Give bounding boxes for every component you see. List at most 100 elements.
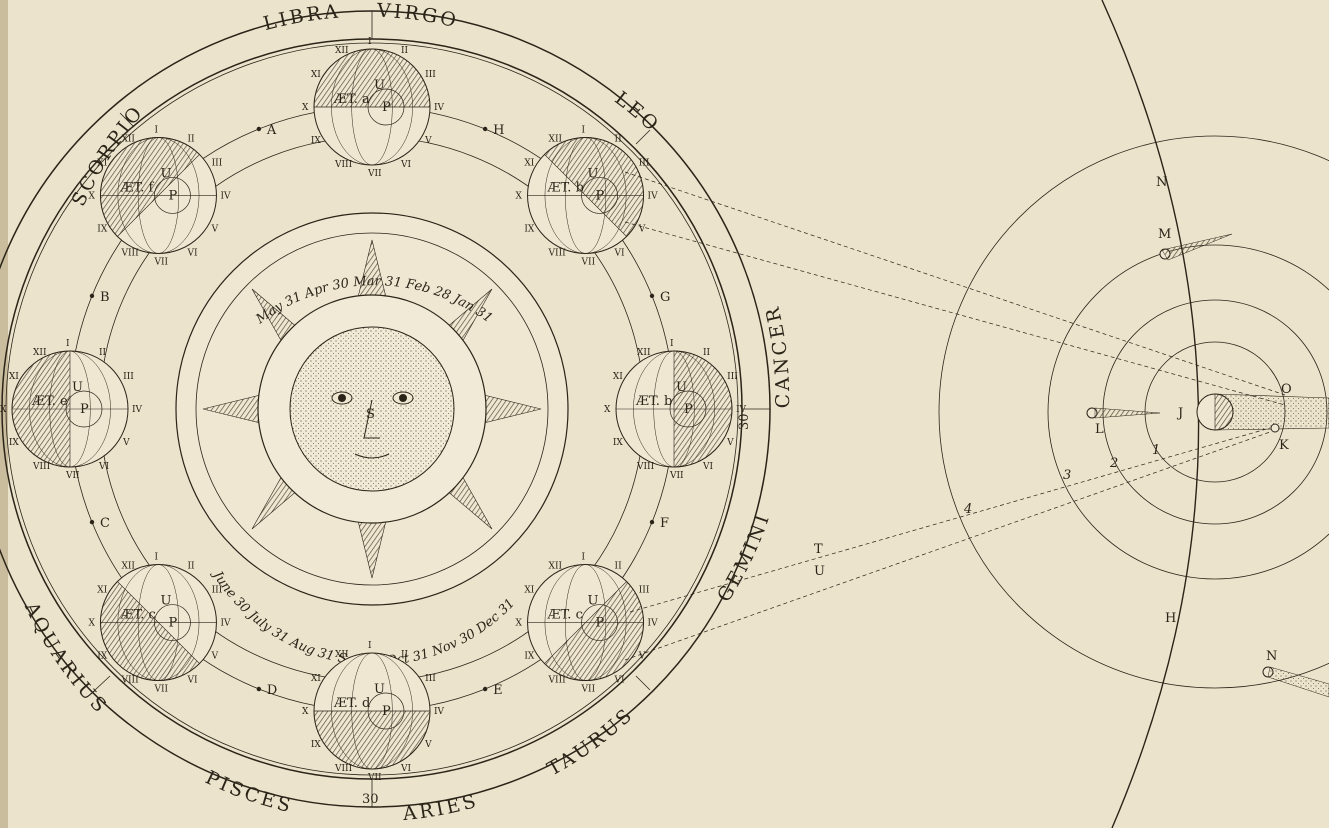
hour-numeral: II	[99, 348, 107, 358]
hour-numeral: III	[727, 372, 738, 382]
hour-numeral: VI	[400, 160, 411, 170]
zodiac-degree-30: 30	[362, 792, 379, 807]
hour-numeral: X	[88, 619, 95, 629]
hour-numeral: V	[122, 438, 130, 448]
orbit-point-label: G	[660, 290, 670, 305]
pole-label: P	[168, 188, 177, 203]
hour-numeral: VII	[153, 257, 168, 267]
hour-numeral: VII	[65, 471, 80, 481]
u-label: U	[676, 380, 687, 395]
orbit-number-1: 1	[1152, 443, 1160, 458]
hour-numeral: V	[726, 438, 734, 448]
orbit-number-4: 4	[963, 502, 972, 517]
hour-numeral: IX	[613, 438, 624, 448]
hour-numeral: V	[211, 652, 219, 662]
moon-label-n: N	[1266, 649, 1277, 664]
hour-numeral: II	[187, 134, 195, 144]
hour-numeral: IV	[220, 619, 231, 629]
orbit-number-3: 3	[1063, 468, 1071, 483]
equator-label: ÆT. b	[547, 180, 584, 195]
hour-numeral: VII	[581, 257, 596, 267]
orbit-point	[650, 520, 654, 524]
hour-numeral: XII	[121, 561, 135, 571]
orbit-label-n: N	[1156, 175, 1167, 190]
sun-label: S	[366, 407, 375, 422]
hour-numeral: IV	[220, 191, 231, 201]
pole-label: P	[382, 704, 391, 719]
hour-numeral: V	[424, 136, 432, 146]
hour-numeral: II	[615, 561, 623, 571]
hour-numeral: XI	[311, 674, 321, 684]
orbit-point-label: A	[266, 123, 277, 138]
hour-numeral: VIII	[636, 462, 655, 472]
equator-label: ÆT. b	[635, 394, 672, 409]
hour-numeral: I	[368, 37, 372, 47]
hour-numeral: VIII	[120, 676, 139, 686]
hour-numeral: V	[211, 224, 219, 234]
zodiac-degree-30: 30	[737, 413, 752, 430]
hour-numeral: X	[516, 619, 523, 629]
orbit-point	[483, 687, 487, 691]
orbit-point-label: F	[660, 516, 669, 531]
hour-numeral: IX	[524, 224, 535, 234]
hour-numeral: IX	[97, 224, 108, 234]
hour-numeral: III	[639, 158, 650, 168]
hour-numeral: VI	[702, 462, 713, 472]
hour-numeral: XII	[335, 46, 349, 56]
hour-numeral: XII	[33, 348, 47, 358]
hour-numeral: IV	[132, 405, 143, 415]
hour-numeral: V	[638, 652, 646, 662]
equator-label: ÆT. e	[31, 394, 68, 409]
orbit-point	[483, 127, 487, 131]
hour-numeral: IX	[9, 438, 20, 448]
hour-numeral: X	[302, 707, 309, 717]
pole-label: P	[596, 616, 605, 631]
hour-numeral: IV	[434, 707, 445, 717]
orbit-point-label: B	[100, 290, 110, 305]
hour-numeral: VI	[400, 764, 411, 774]
hour-numeral: VII	[581, 685, 596, 695]
hour-numeral: VI	[614, 676, 625, 686]
sun-disc: S May 31 Apr 30 Mar 31 Feb 28 Jan 31 Jun…	[176, 213, 568, 669]
orbit-point-label: H	[493, 123, 504, 138]
hour-numeral: IX	[524, 652, 535, 662]
hour-numeral: X	[516, 191, 523, 201]
pole-label: P	[168, 616, 177, 631]
equator-label: ÆT. c	[547, 608, 583, 623]
hour-numeral: I	[670, 339, 674, 349]
hour-numeral: XI	[524, 586, 534, 596]
hour-numeral: VII	[669, 471, 684, 481]
moon-label-k: K	[1279, 438, 1289, 453]
ray-label-t: T	[814, 542, 823, 557]
u-label: U	[588, 166, 599, 181]
hour-numeral: III	[425, 70, 436, 80]
hour-numeral: VII	[153, 685, 168, 695]
hour-numeral: VIII	[334, 160, 353, 170]
u-label: U	[374, 78, 385, 93]
hour-numeral: XI	[524, 158, 534, 168]
orbit-point	[257, 127, 261, 131]
hour-numeral: I	[66, 339, 70, 349]
hour-numeral: II	[615, 134, 623, 144]
hour-numeral: XI	[613, 372, 623, 382]
hour-numeral: IX	[97, 652, 108, 662]
hour-numeral: II	[703, 348, 711, 358]
orbit-point	[90, 520, 94, 524]
hour-numeral: XII	[549, 134, 563, 144]
orbit-point-label: E	[493, 683, 503, 698]
hour-numeral: XII	[121, 134, 135, 144]
hour-numeral: XI	[97, 586, 107, 596]
hour-numeral: XII	[335, 650, 349, 660]
hour-numeral: I	[368, 641, 372, 651]
hour-numeral: VI	[186, 249, 197, 259]
jupiter-label: J	[1176, 406, 1183, 421]
equator-label: ÆT. a	[333, 92, 370, 107]
orbit-point	[90, 294, 94, 298]
hour-numeral: III	[123, 372, 134, 382]
hour-numeral: II	[401, 46, 409, 56]
hour-numeral: III	[639, 586, 650, 596]
orbit-label-h: H	[1165, 611, 1176, 626]
hour-numeral: II	[187, 561, 195, 571]
orbit-point	[650, 294, 654, 298]
orbit-point-label: D	[267, 683, 277, 698]
